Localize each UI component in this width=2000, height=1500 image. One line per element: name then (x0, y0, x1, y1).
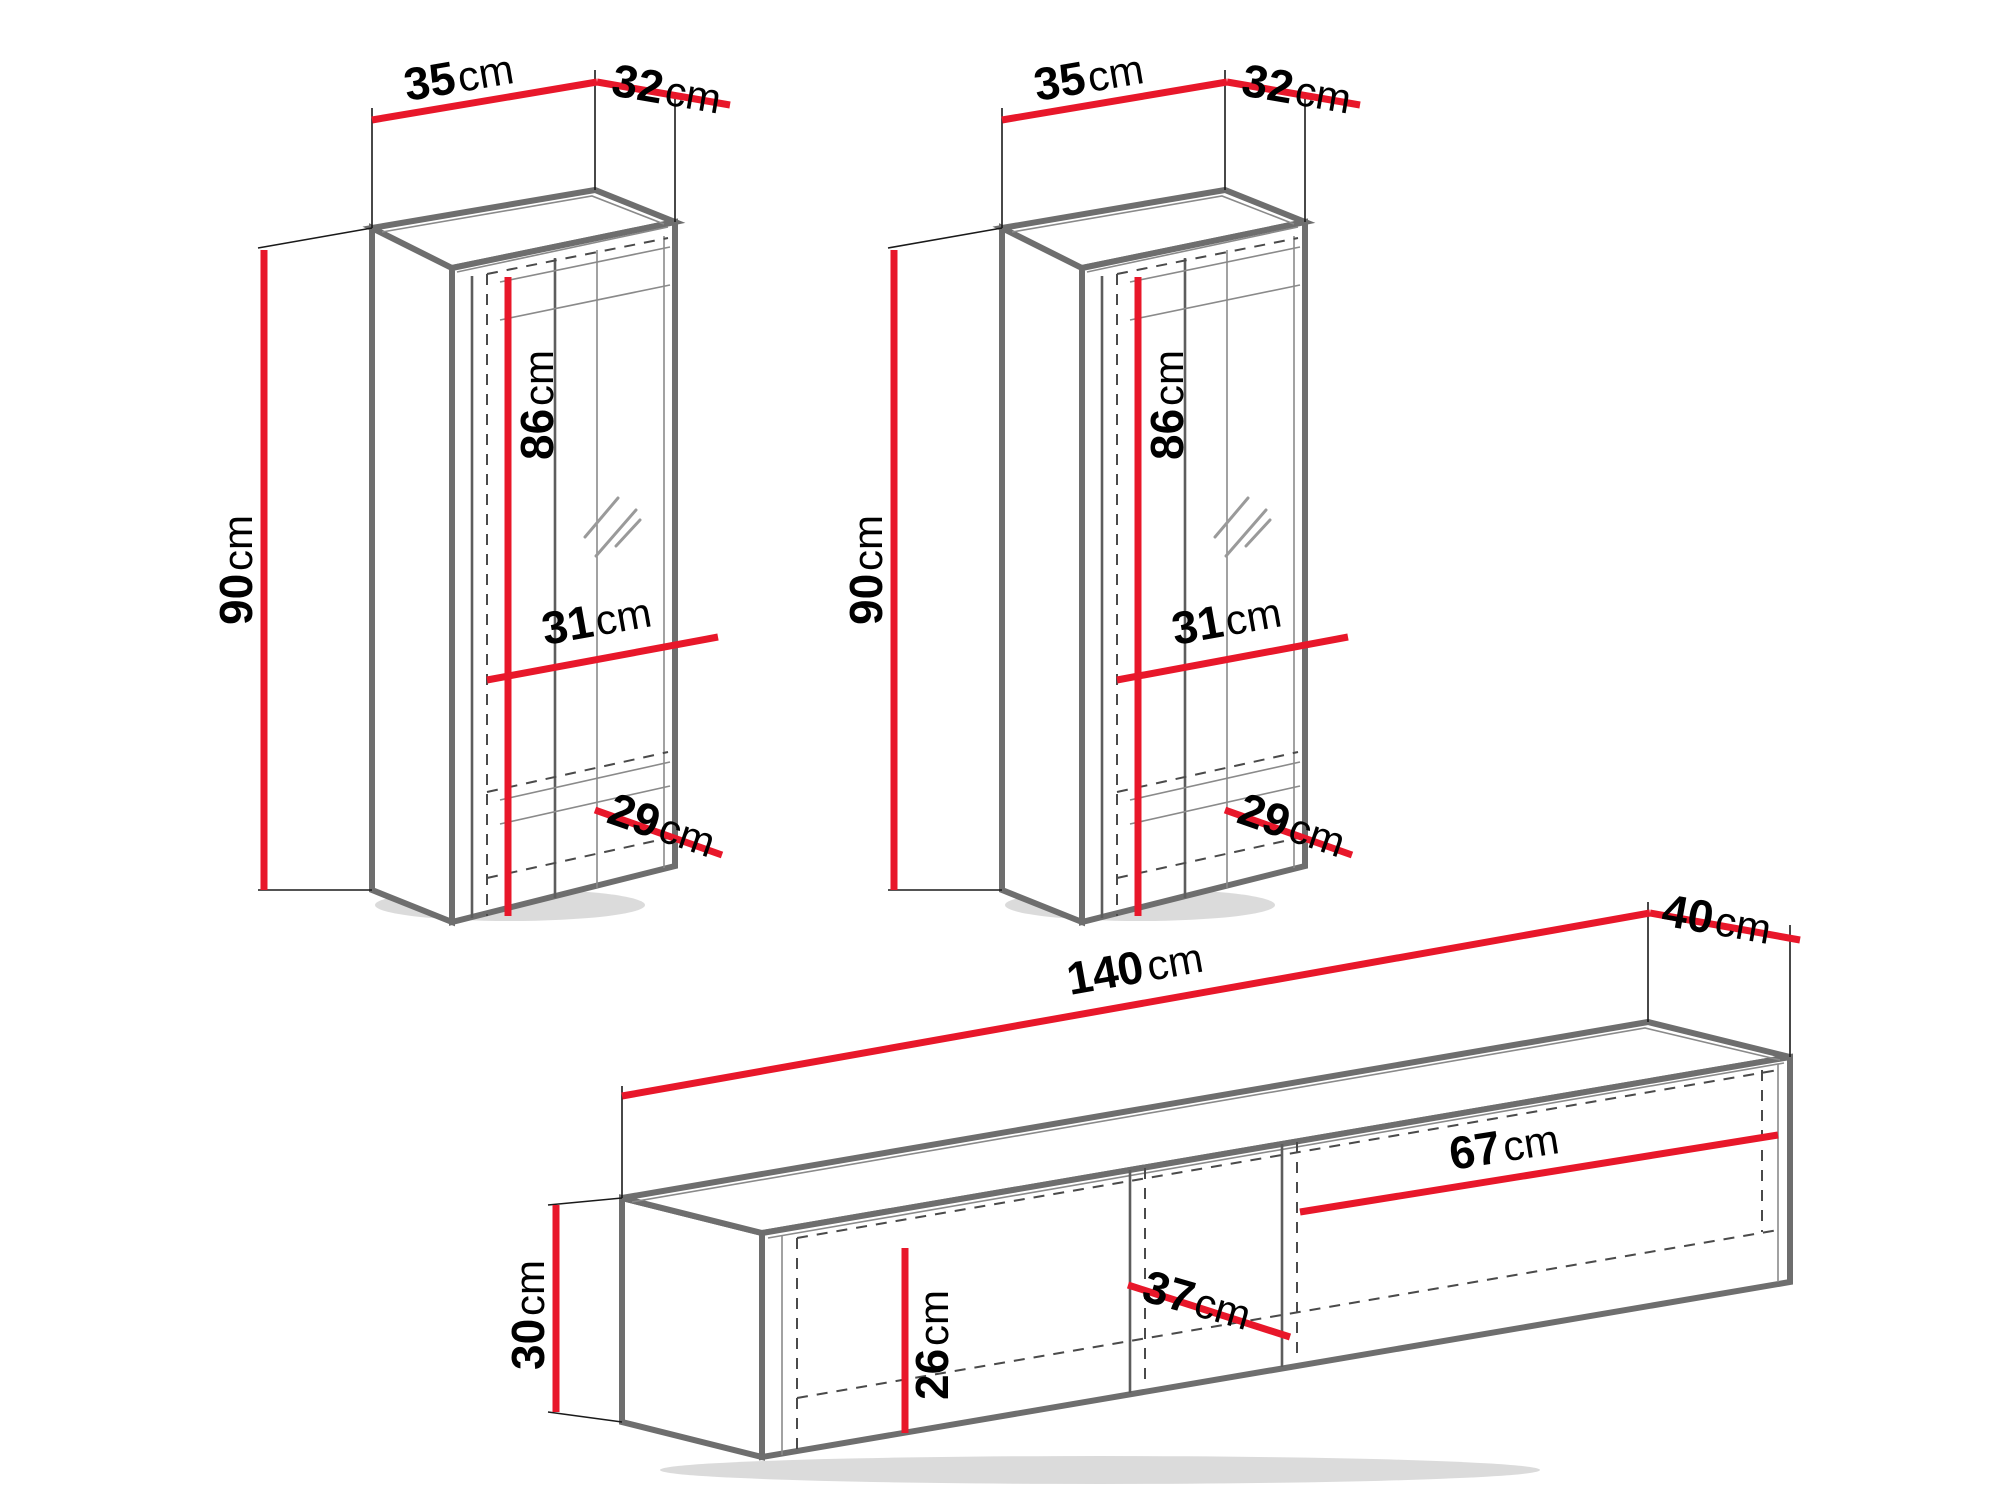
cabinet-left-shelf-bottom (499, 761, 671, 801)
cabinet-left-shelf-top (499, 246, 671, 283)
cabinet-right-inner-height-unit: cm (1145, 350, 1192, 406)
tv-lowboard-inner-height-value: 26 (906, 1349, 958, 1400)
tv-lowboard-left-panel (619, 1194, 765, 1461)
tv-lowboard-width-unit: cm (1143, 934, 1206, 990)
cabinet-left-inner-width-value: 31 (538, 595, 597, 655)
tv-lowboard-ext-h-bottom (547, 1411, 623, 1423)
tv-lowboard-label-inner-height: 26 cm (906, 1290, 958, 1400)
cabinet-right-depth-unit: cm (1292, 67, 1355, 123)
cabinet-left-dim-line-width (371, 78, 598, 124)
tv-lowboard-top-front-edge (767, 1062, 1785, 1239)
cabinet-right-shelf-bottom (1129, 761, 1301, 801)
cabinet-left-top-inner-edge (381, 195, 665, 233)
cabinet-right-height-unit: cm (844, 515, 891, 571)
cabinet-right-label-inner-height: 86 cm (1141, 350, 1193, 460)
tv-lowboard-ext-h-top (547, 1197, 623, 1206)
cabinet-left-hidden-line-bottom (486, 837, 669, 879)
tv-lowboard-height-value: 30 (502, 1319, 554, 1370)
cabinet-right-hidden-line-shelf (1116, 751, 1299, 793)
cabinet-right-dim-line-inner-width (1116, 633, 1349, 684)
cabinet-left-inner-height-value: 86 (511, 409, 563, 460)
cabinet-right-side-panel (999, 223, 1085, 927)
cabinet-right-dim-line-inner-depth (1223, 806, 1354, 859)
cabinet-left-hidden-line-top (486, 237, 669, 275)
cabinet-right-label-height: 90 cm (840, 515, 892, 625)
cabinet-right-label-depth: 32 cm (1238, 54, 1355, 123)
cabinet-right-depth-value: 32 (1238, 54, 1297, 114)
tv-lowboard-front-face (759, 1053, 1793, 1461)
cabinet-right-inner-width-unit: cm (1222, 588, 1285, 644)
tv-lowboard-depth-unit: cm (1712, 897, 1775, 953)
cabinet-right-label-inner-width: 31 cm (1168, 588, 1285, 655)
cabinet-left-hidden-line-shelf (486, 751, 669, 793)
tv-lowboard: 140 cm 40 cm 30 cm 67 cm 26 cm (502, 884, 1801, 1484)
cabinet-left-dim-line-inner-width (486, 633, 719, 684)
cabinet-right-width-unit: cm (1084, 45, 1147, 101)
cabinet-left-shelf-top2 (499, 284, 671, 321)
tv-lowboard-dim-line-left-compartment (1126, 1281, 1292, 1341)
tv-lowboard-dim-line-depth (1649, 909, 1801, 944)
cabinet-right-inner-width-value: 31 (1168, 595, 1227, 655)
cabinet-left-label-depth: 32 cm (608, 54, 725, 123)
cabinet-right-ext-h-top (887, 227, 1003, 249)
cabinet-left-inner-height-unit: cm (515, 350, 562, 406)
cabinet-left-glass-sheen-1 (583, 496, 620, 539)
cabinet-right-glass-sheen-2 (1224, 508, 1268, 558)
cabinet-right-dim-line-width (1001, 78, 1228, 124)
cabinet-right-height-value: 90 (840, 574, 892, 625)
cabinet-right-glass-sheen-3 (1244, 518, 1272, 548)
cabinet-left-label-inner-width: 31 cm (538, 588, 655, 655)
cabinet-left-depth-value: 32 (608, 54, 667, 114)
tv-lowboard-label-depth: 40 cm (1658, 884, 1775, 953)
cabinet-right-hidden-line-bottom (1116, 837, 1299, 879)
tv-lowboard-height-unit: cm (506, 1260, 553, 1316)
tv-lowboard-shadow (660, 1456, 1540, 1484)
tv-lowboard-dim-line-right-compartment (1299, 1131, 1779, 1216)
cabinet-left-height-unit: cm (214, 515, 261, 571)
tv-lowboard-right-compartment-unit: cm (1499, 1115, 1562, 1170)
cabinet-left-glass-sheen-2 (594, 508, 638, 558)
cabinet-right-shelf-top (1129, 246, 1301, 283)
cabinet-left-width-value: 35 (400, 51, 459, 111)
cabinet-left-label-height: 90 cm (210, 515, 262, 625)
tv-lowboard-hidden-top (796, 1069, 1779, 1239)
wall-cabinet-right: 35 cm 32 cm 90 cm 86 cm 31 cm (840, 45, 1361, 927)
cabinet-left-width-unit: cm (454, 45, 517, 101)
cabinet-right-shelf-top2 (1129, 284, 1301, 321)
tv-lowboard-hidden-bottom (796, 1229, 1779, 1399)
cabinet-left-height-value: 90 (210, 574, 262, 625)
cabinet-right-hidden-line-top (1116, 237, 1299, 275)
cabinet-right-glass-sheen-1 (1213, 496, 1250, 539)
cabinet-right-width-value: 35 (1030, 51, 1089, 111)
tv-lowboard-top-inner-edge (631, 1027, 1781, 1203)
cabinet-left-label-inner-height: 86 cm (511, 350, 563, 460)
cabinet-left-ext-h-top (257, 227, 373, 249)
cabinet-left-shelf-bottom2 (499, 785, 671, 825)
tv-lowboard-label-height: 30 cm (502, 1260, 554, 1370)
tv-lowboard-inner-height-unit: cm (910, 1290, 957, 1346)
cabinet-right-top-front-edge (1086, 226, 1299, 273)
cabinet-left-depth-unit: cm (662, 67, 725, 123)
wall-cabinet-left: 35 cm 32 cm 90 cm 86 cm 31 cm (210, 45, 731, 927)
tv-lowboard-label-right-compartment: 67 cm (1445, 1115, 1562, 1180)
cabinet-left-top-front-edge (456, 226, 669, 273)
cabinet-right-label-width: 35 cm (1030, 45, 1147, 111)
cabinet-left-dim-line-inner-depth (593, 806, 724, 859)
cabinet-right-dim-line-depth (1226, 78, 1361, 109)
cabinet-left-side-panel (369, 223, 455, 927)
tv-lowboard-depth-value: 40 (1658, 884, 1717, 944)
cabinet-left-dim-line-depth (596, 78, 731, 109)
tv-lowboard-right-compartment-value: 67 (1445, 1121, 1504, 1180)
cabinet-left-label-width: 35 cm (400, 45, 517, 111)
cabinet-left-glass-sheen-3 (614, 518, 642, 548)
cabinet-left-inner-width-unit: cm (592, 588, 655, 644)
cabinet-right-inner-height-value: 86 (1141, 409, 1193, 460)
cabinet-right-shelf-bottom2 (1129, 785, 1301, 825)
tv-lowboard-dim-line-width (621, 909, 1651, 1100)
cabinet-right-top-inner-edge (1011, 195, 1295, 233)
